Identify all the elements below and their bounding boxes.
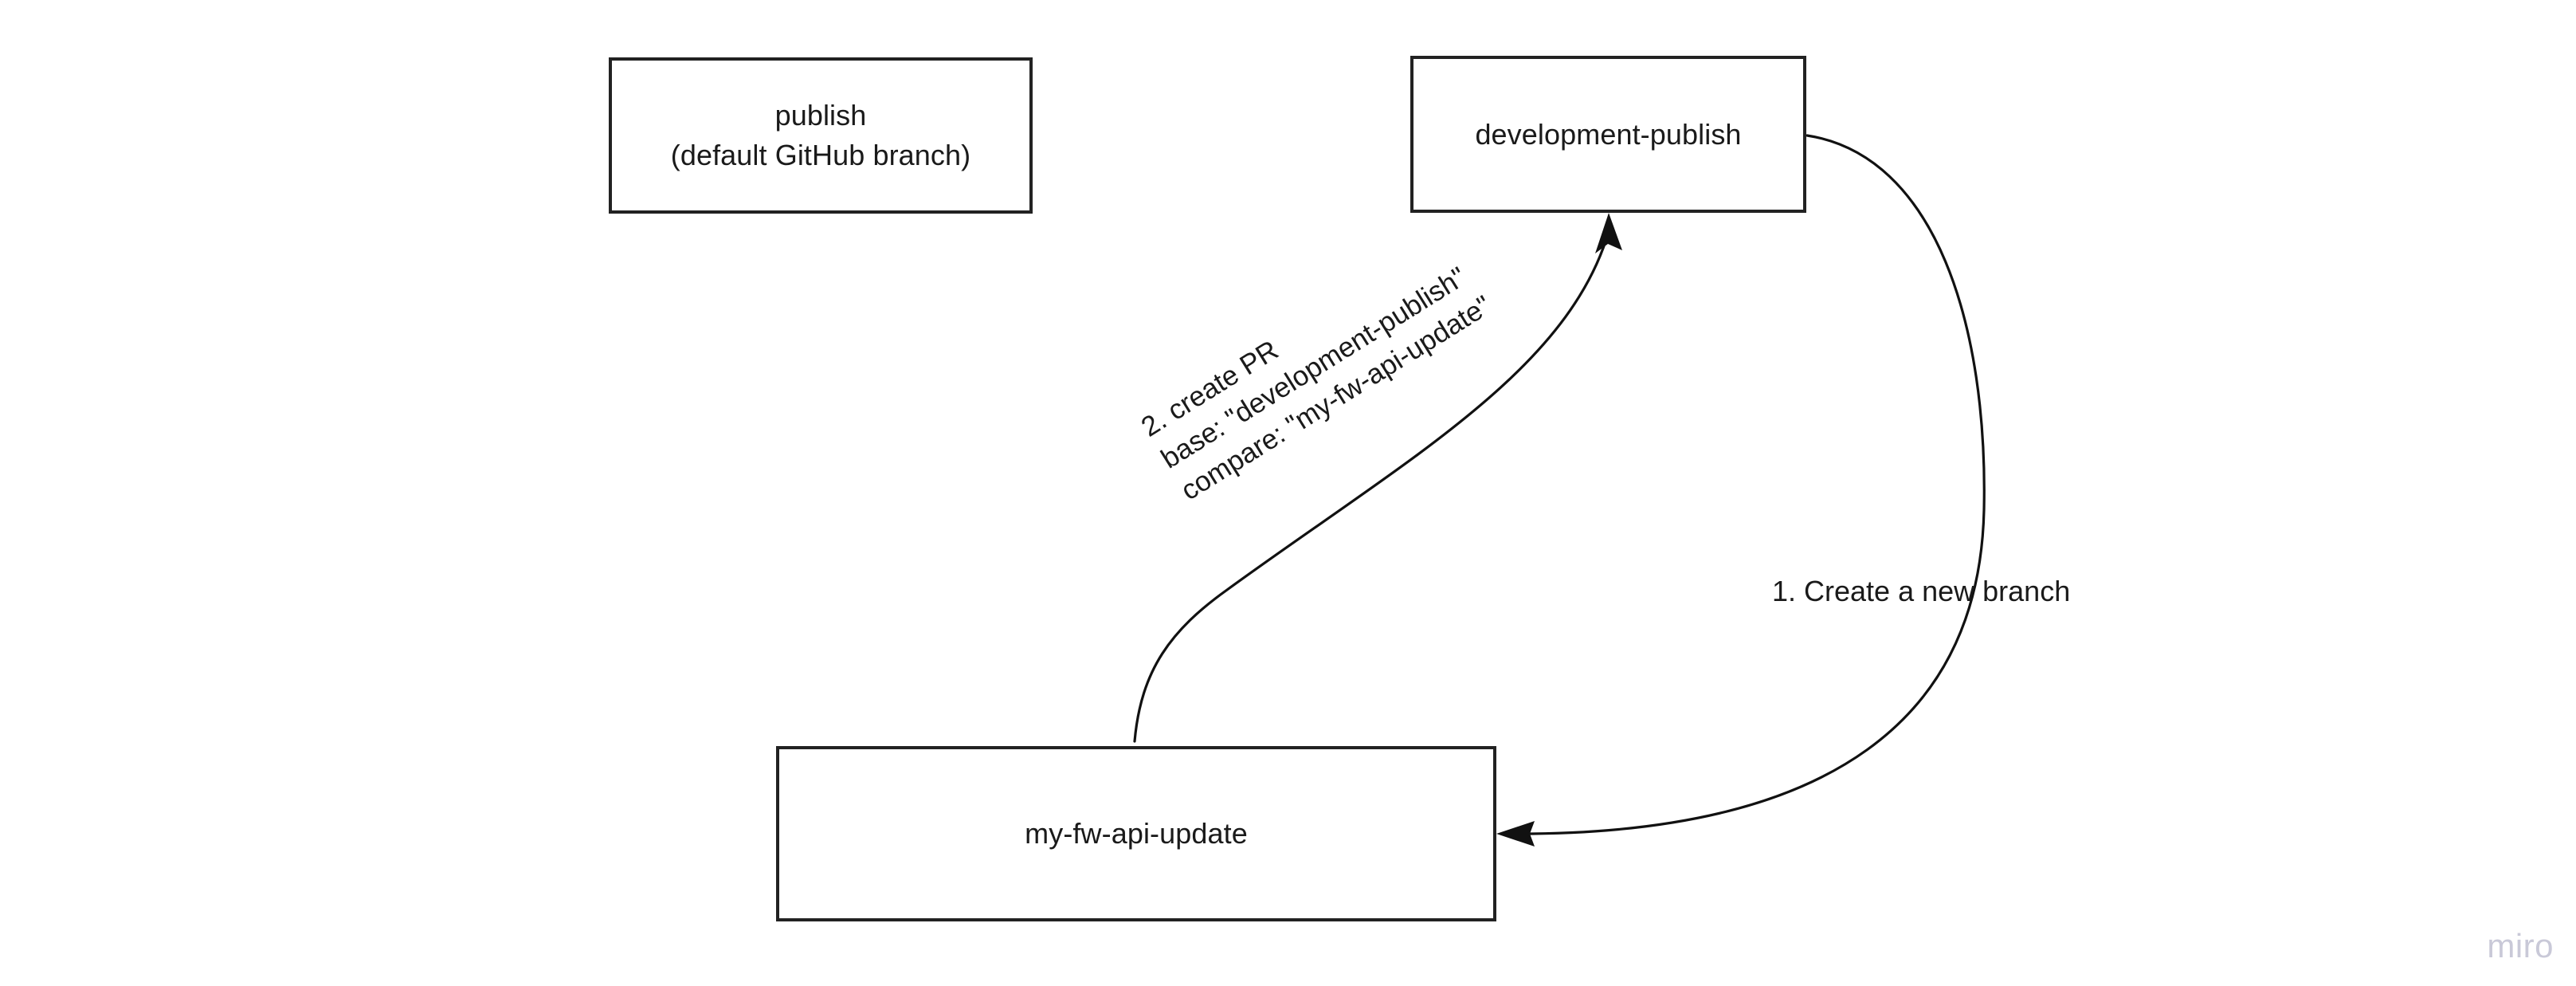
node-publish-label: publish (default GitHub branch)	[670, 99, 971, 171]
miro-watermark: miro	[2487, 927, 2554, 964]
edge-create-branch-path	[1517, 134, 1986, 835]
edge-create-pr-arrowhead	[1595, 213, 1622, 253]
node-my-fw-api-update[interactable]: my-fw-api-update	[776, 746, 1496, 921]
node-development-publish-label: development-publish	[1475, 117, 1742, 151]
edge-label-create-branch: 1. Create a new branch	[1772, 575, 2071, 607]
node-my-fw-api-update-label: my-fw-api-update	[1025, 817, 1248, 850]
edge-label-create-pr: 2. create PR base: "development-publish"…	[1135, 261, 1497, 507]
node-development-publish[interactable]: development-publish	[1410, 56, 1806, 213]
edge-create-branch-arrowhead	[1496, 821, 1535, 847]
node-publish[interactable]: publish (default GitHub branch)	[609, 57, 1033, 214]
